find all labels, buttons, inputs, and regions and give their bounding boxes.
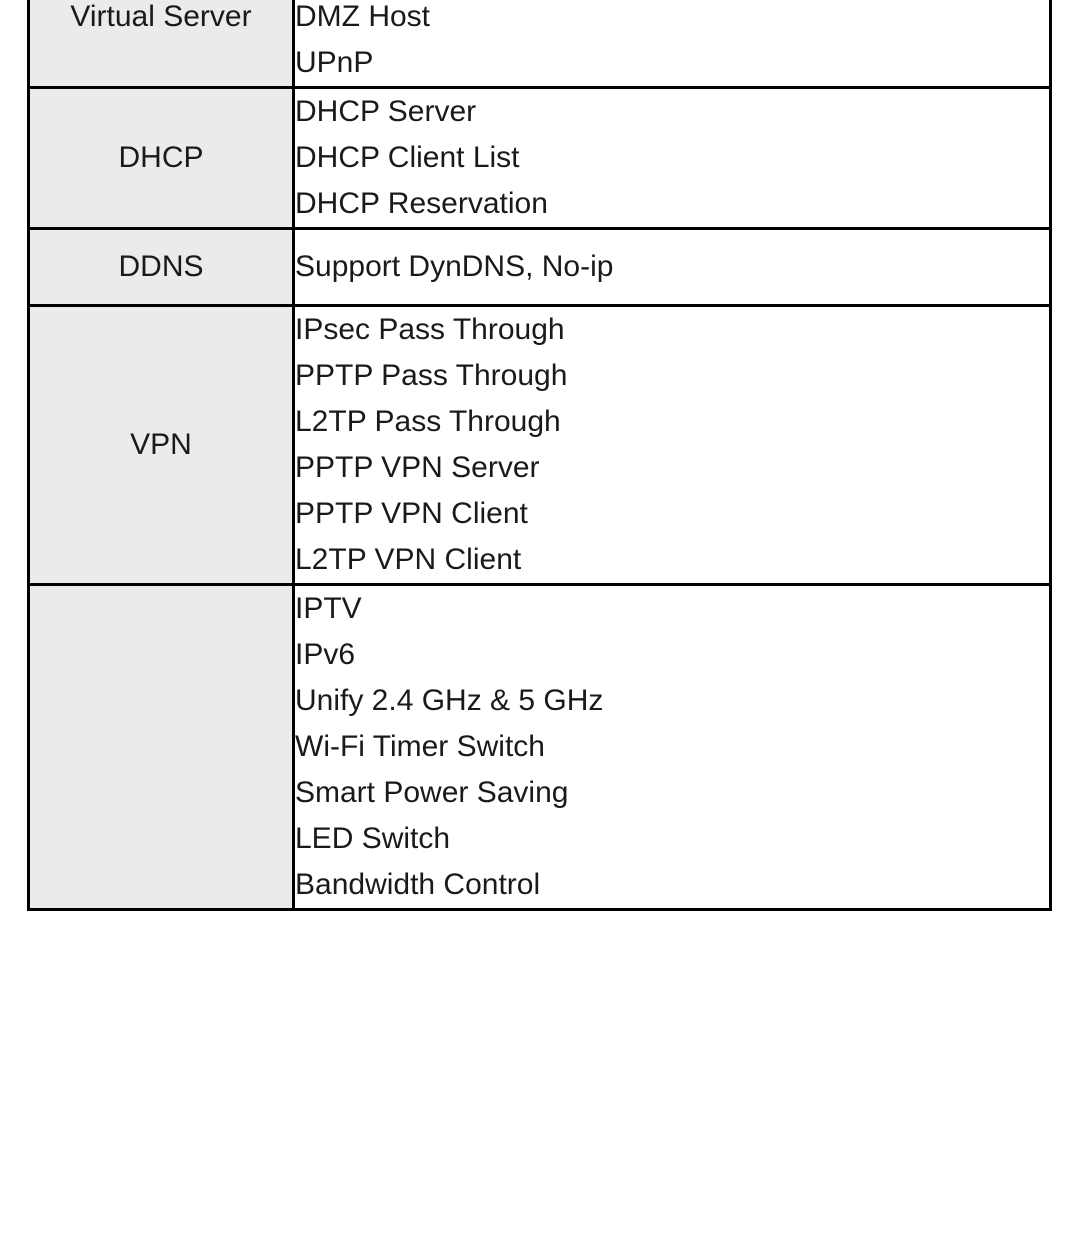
features-cell: IPTV IPv6 Unify 2.4 GHz & 5 GHz Wi-Fi Ti… [292,583,1052,911]
list-item: L2TP VPN Client [295,543,522,576]
feature-list: IPTV IPv6 Unify 2.4 GHz & 5 GHz Wi-Fi Ti… [295,586,1049,908]
table-row: DHCP DHCP Server DHCP Client List DHCP R… [27,86,1052,230]
category-cell-ddns: DDNS [27,227,295,307]
list-item: Support DynDNS, No-ip [295,250,614,283]
list-item: PPTP VPN Server [295,451,540,484]
list-item: DMZ Host [295,0,430,33]
list-item: IPTV [295,592,362,625]
table-row: Virtual Server Port Forwarding DMZ Host … [27,0,1052,89]
list-item: PPTP Pass Through [295,359,568,392]
list-item: L2TP Pass Through [295,405,561,438]
features-cell-virtual-server: Port Forwarding DMZ Host UPnP [292,0,1052,89]
features-cell-ddns: Support DynDNS, No-ip [292,227,1052,307]
list-item: Bandwidth Control [295,868,541,901]
list-item: Wi-Fi Timer Switch [295,730,545,763]
list-item: IPv6 [295,638,356,671]
category-cell-vpn: VPN [27,304,295,586]
category-cell [27,583,295,911]
category-cell-dhcp: DHCP [27,86,295,230]
list-item: DHCP Client List [295,141,520,174]
category-cell-virtual-server: Virtual Server [27,0,295,89]
list-item: UPnP [295,46,374,79]
table-row: DDNS Support DynDNS, No-ip [27,227,1052,307]
table-row: IPTV IPv6 Unify 2.4 GHz & 5 GHz Wi-Fi Ti… [27,583,1052,911]
list-item: PPTP VPN Client [295,497,528,530]
list-item: IPsec Pass Through [295,313,565,346]
list-item: DHCP Reservation [295,187,548,220]
features-cell-dhcp: DHCP Server DHCP Client List DHCP Reserv… [292,86,1052,230]
feature-list: Support DynDNS, No-ip [295,244,1049,290]
specification-table: Forbid WAN Ping from Internet Virtual Se… [27,0,1052,911]
list-item: Unify 2.4 GHz & 5 GHz [295,684,604,717]
table-row: VPN IPsec Pass Through PPTP Pass Through… [27,304,1052,586]
feature-list: IPsec Pass Through PPTP Pass Through L2T… [295,307,1049,583]
list-item: Smart Power Saving [295,776,569,809]
feature-list: DHCP Server DHCP Client List DHCP Reserv… [295,89,1049,227]
specification-table-body: Forbid WAN Ping from Internet Virtual Se… [27,0,1052,911]
list-item: DHCP Server [295,95,477,128]
features-cell-vpn: IPsec Pass Through PPTP Pass Through L2T… [292,304,1052,586]
feature-list: Port Forwarding DMZ Host UPnP [295,0,1049,86]
list-item: LED Switch [295,822,451,855]
